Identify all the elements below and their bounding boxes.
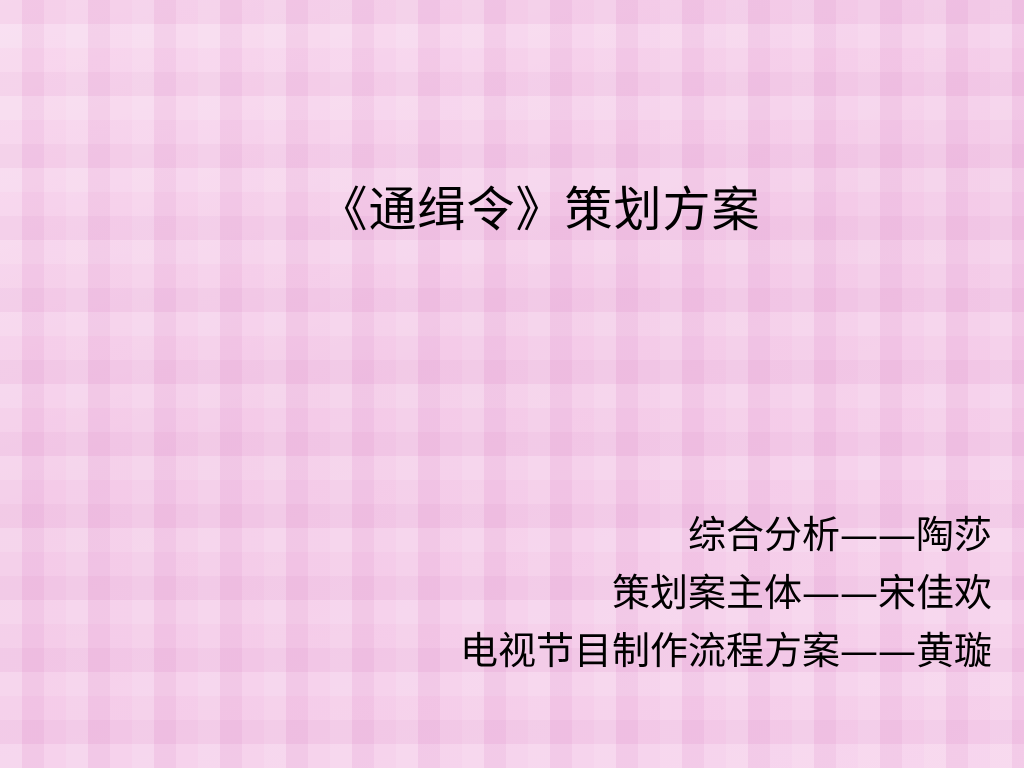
- credit-line-main-body: 策划案主体——宋佳欢: [611, 571, 992, 615]
- slide-title: 《通缉令》策划方案: [319, 182, 761, 238]
- credit-line-production-flow: 电视节目制作流程方案——黄璇: [459, 629, 992, 673]
- credits-block: 综合分析——陶莎 策划案主体——宋佳欢 电视节目制作流程方案——黄璇: [460, 506, 992, 680]
- credit-line-analysis: 综合分析——陶莎: [687, 513, 992, 557]
